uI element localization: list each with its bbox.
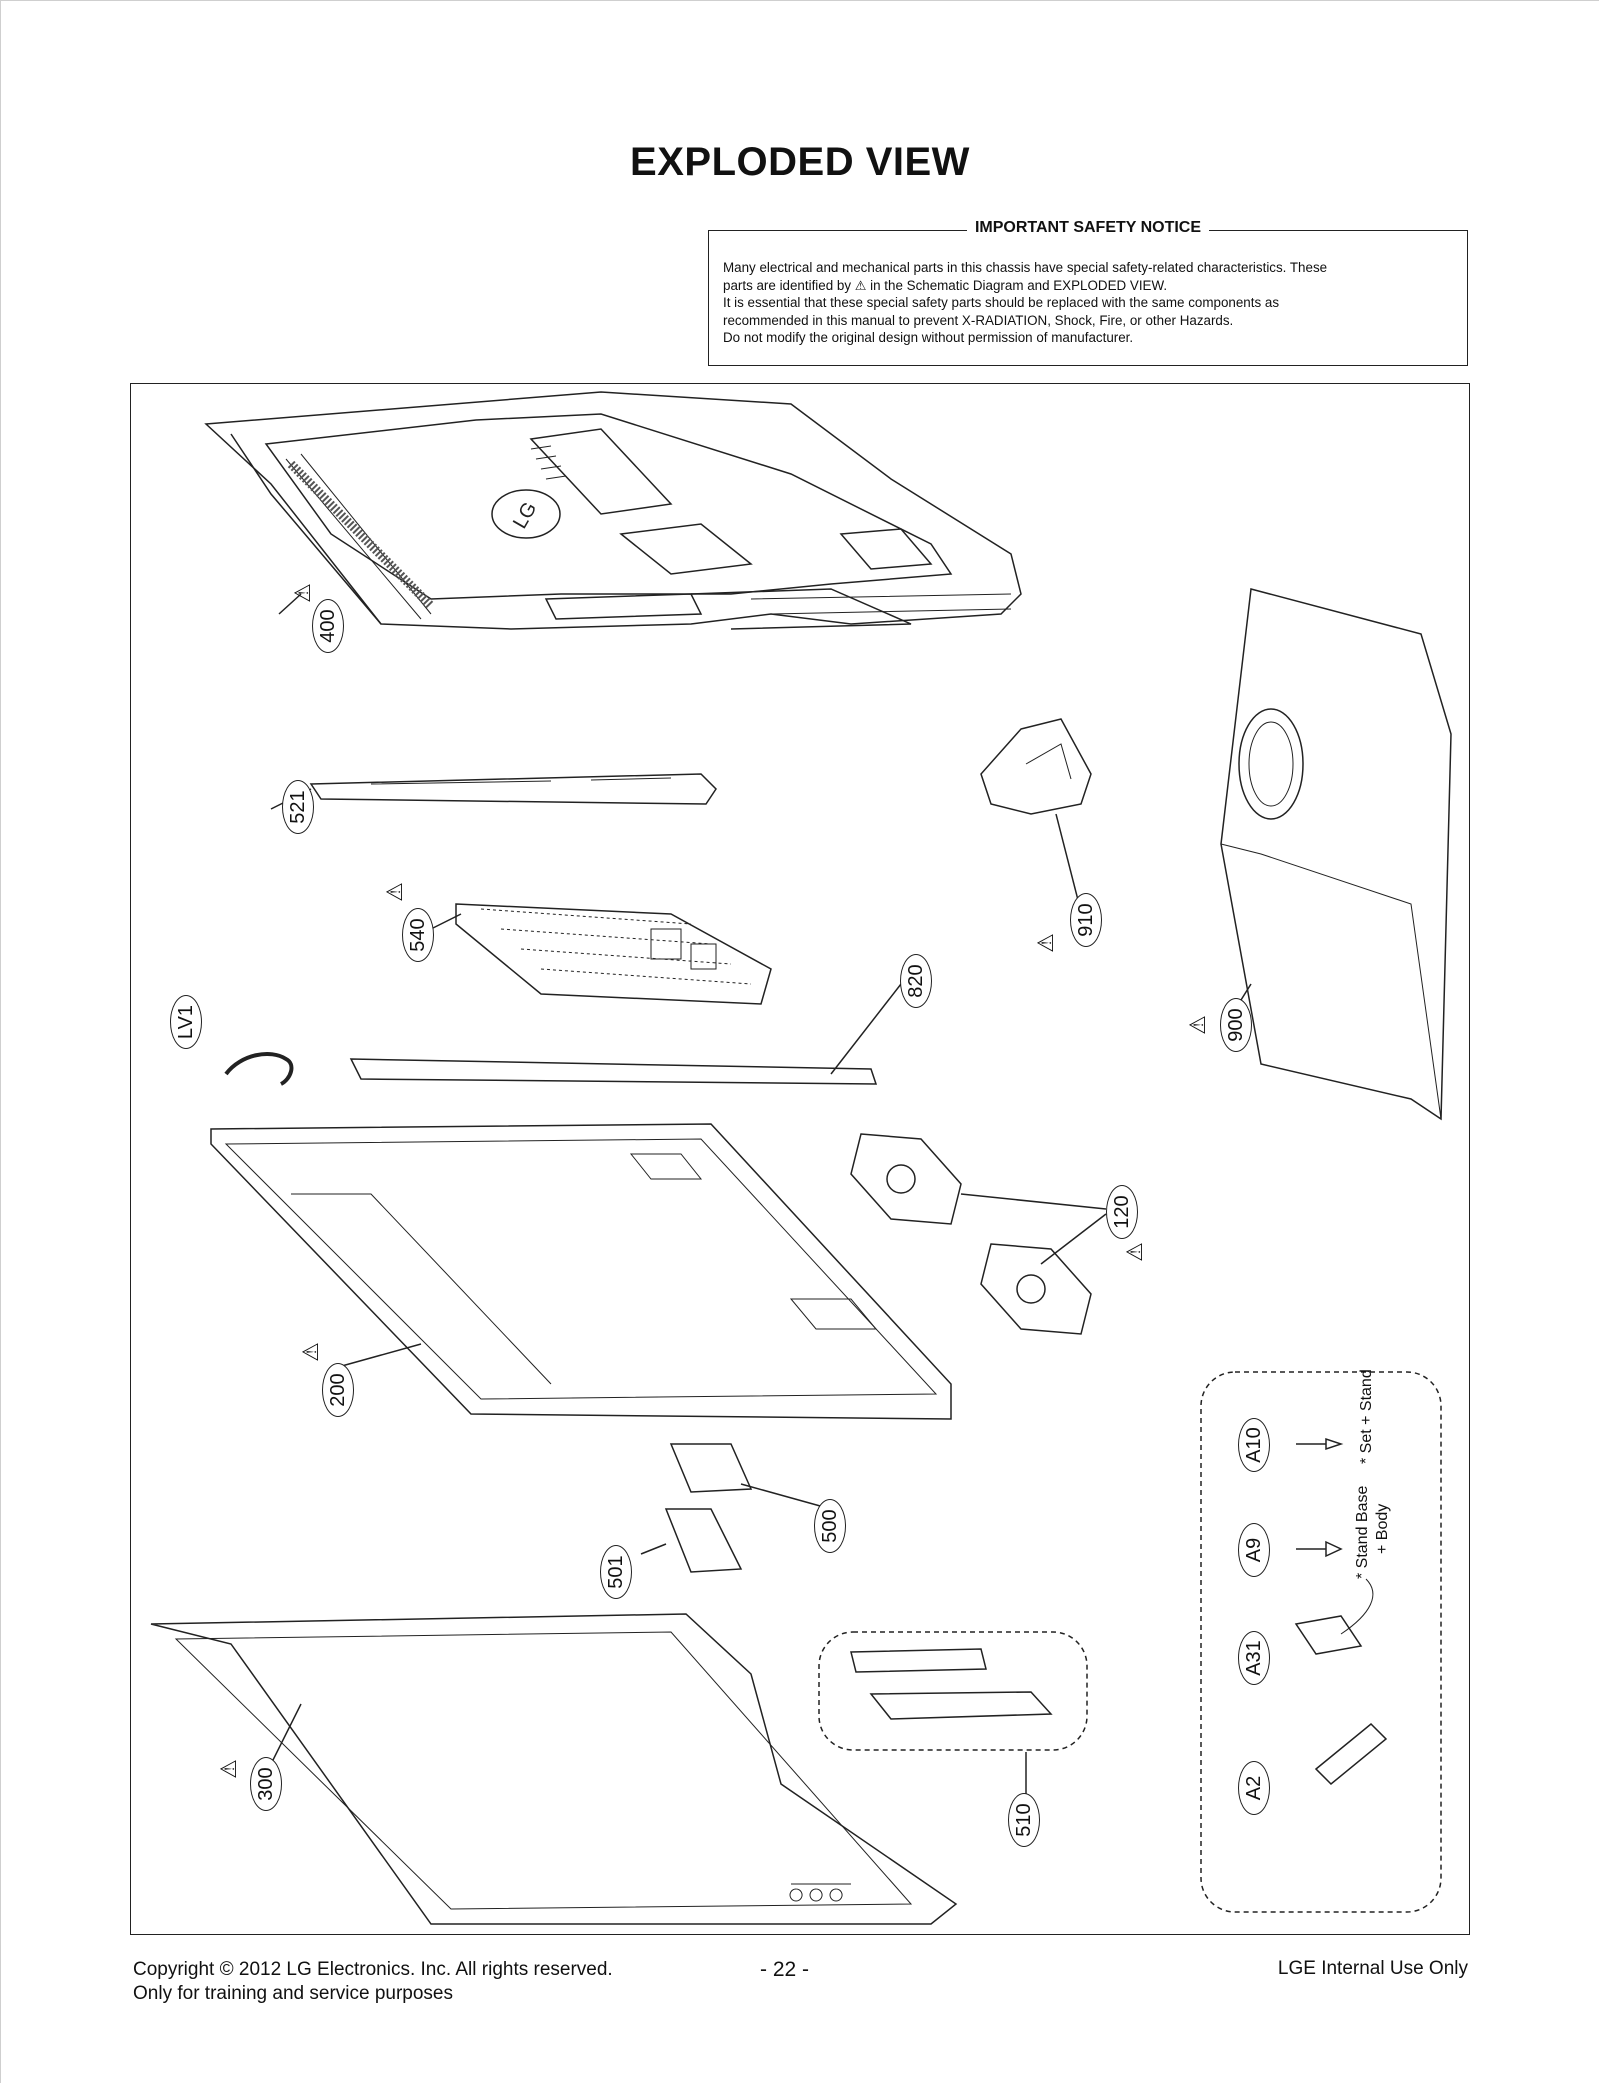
leader-500: [740, 1483, 832, 1510]
back-cover-drawing: [204, 391, 1022, 630]
leader-300: [270, 1703, 302, 1765]
footer-copyright: Copyright © 2012 LG Electronics. Inc. Al…: [133, 1959, 613, 1980]
speaker-drawing: [850, 1133, 1092, 1335]
leader-400: [278, 593, 302, 615]
callout-a9: A9: [1238, 1523, 1270, 1577]
callout-a2: A2: [1238, 1761, 1270, 1815]
callout-500: 500: [814, 1499, 846, 1553]
footer-training: Only for training and service purposes: [133, 1983, 453, 2004]
bracket-501-drawing: [664, 1508, 743, 1573]
warning-icon-400: ⚠: [289, 583, 315, 603]
note-stand-base-line1: * Stand Base: [1354, 1485, 1371, 1579]
callout-501: 501: [600, 1545, 632, 1599]
leader-540: [430, 913, 462, 930]
leader-120-a: [960, 1193, 1107, 1210]
footer-left: Copyright © 2012 LG Electronics. Inc. Al…: [133, 1958, 613, 2006]
note-stand-base-line2: + Body: [1374, 1503, 1391, 1554]
callout-300: 300: [250, 1757, 282, 1811]
bracket-521-drawing: [309, 773, 717, 805]
lv1-cable-drawing: [224, 1052, 294, 1086]
warning-icon-910: ⚠: [1032, 933, 1058, 953]
warning-icon-300: ⚠: [215, 1759, 241, 1779]
footer-internal-use: LGE Internal Use Only: [1277, 1958, 1468, 1979]
notice-line-2-end: in the Schematic Diagram and EXPLODED VI…: [870, 277, 1168, 293]
warning-icon-200: ⚠: [297, 1342, 323, 1362]
parts-drawing: LG: [150, 391, 1452, 1925]
callout-521: 521: [282, 780, 314, 834]
callout-200: 200: [322, 1363, 354, 1417]
notice-line-3: It is essential that these special safet…: [723, 295, 1280, 310]
leader-200: [330, 1343, 422, 1370]
page-number: - 22 -: [760, 1958, 810, 1981]
remote-drawing: [1314, 1722, 1388, 1786]
safety-notice-heading-wrap: IMPORTANT SAFETY NOTICE: [709, 219, 1467, 237]
note-set-stand: * Set + Stand: [1358, 1369, 1375, 1464]
notice-line-5: Do not modify the original design withou…: [723, 330, 1134, 345]
rail-820-drawing: [349, 1058, 878, 1085]
callout-540: 540: [402, 908, 434, 962]
notice-line-4: recommended in this manual to prevent X-…: [723, 312, 1234, 328]
leader-501: [640, 1543, 667, 1555]
safety-notice-heading: IMPORTANT SAFETY NOTICE: [966, 219, 1210, 236]
callout-120: 120: [1106, 1185, 1138, 1239]
screw-a10-drawing: [1296, 1437, 1344, 1451]
lg-logo-circle: [491, 489, 561, 539]
main-board-drawing: [455, 903, 772, 1005]
leader-910: [1055, 813, 1080, 905]
warning-icon-120: ⚠: [1121, 1242, 1147, 1262]
warning-icon-900: ⚠: [1184, 1015, 1210, 1035]
warning-icon-540: ⚠: [381, 882, 407, 902]
safety-notice-box: IMPORTANT SAFETY NOTICE Many electrical …: [708, 219, 1468, 366]
board-500-drawing: [669, 1443, 753, 1493]
leader-120-b: [1040, 1213, 1107, 1265]
key-cap-drawing: [850, 1648, 987, 1673]
adapter-drawing: [1294, 1615, 1363, 1655]
callout-a10: A10: [1238, 1418, 1270, 1472]
lcd-panel-drawing: [210, 1123, 952, 1420]
callout-lv1: LV1: [170, 995, 202, 1049]
callout-820: 820: [900, 954, 932, 1008]
notice-line-2-start: parts are identified by: [723, 277, 852, 293]
screw-a9-drawing: [1296, 1540, 1343, 1558]
callout-a31: A31: [1238, 1631, 1270, 1685]
accessories-group-outline: [1200, 1371, 1442, 1913]
control-board-group-outline: [818, 1631, 1088, 1751]
leader-820: [830, 983, 902, 1075]
page-title: EXPLODED VIEW: [630, 140, 970, 184]
warning-triangle-icon: ⚠: [854, 277, 867, 293]
stand-base-drawing: [1220, 588, 1452, 1121]
front-cabinet-drawing: [150, 1613, 958, 1925]
callout-400: 400: [312, 599, 344, 653]
stand-neck-drawing: [980, 718, 1092, 815]
notice-line-2: parts are identified by ⚠ in the Schemat…: [723, 277, 1453, 295]
callout-900: 900: [1220, 998, 1252, 1052]
exploded-view-diagram: LG: [130, 383, 1470, 1935]
callout-510: 510: [1008, 1793, 1040, 1847]
notice-line-1: Many electrical and mechanical parts in …: [723, 260, 1328, 275]
callout-910: 910: [1070, 893, 1102, 947]
control-board-drawing: [869, 1691, 1053, 1720]
safety-notice-body: Many electrical and mechanical parts in …: [723, 259, 1453, 347]
